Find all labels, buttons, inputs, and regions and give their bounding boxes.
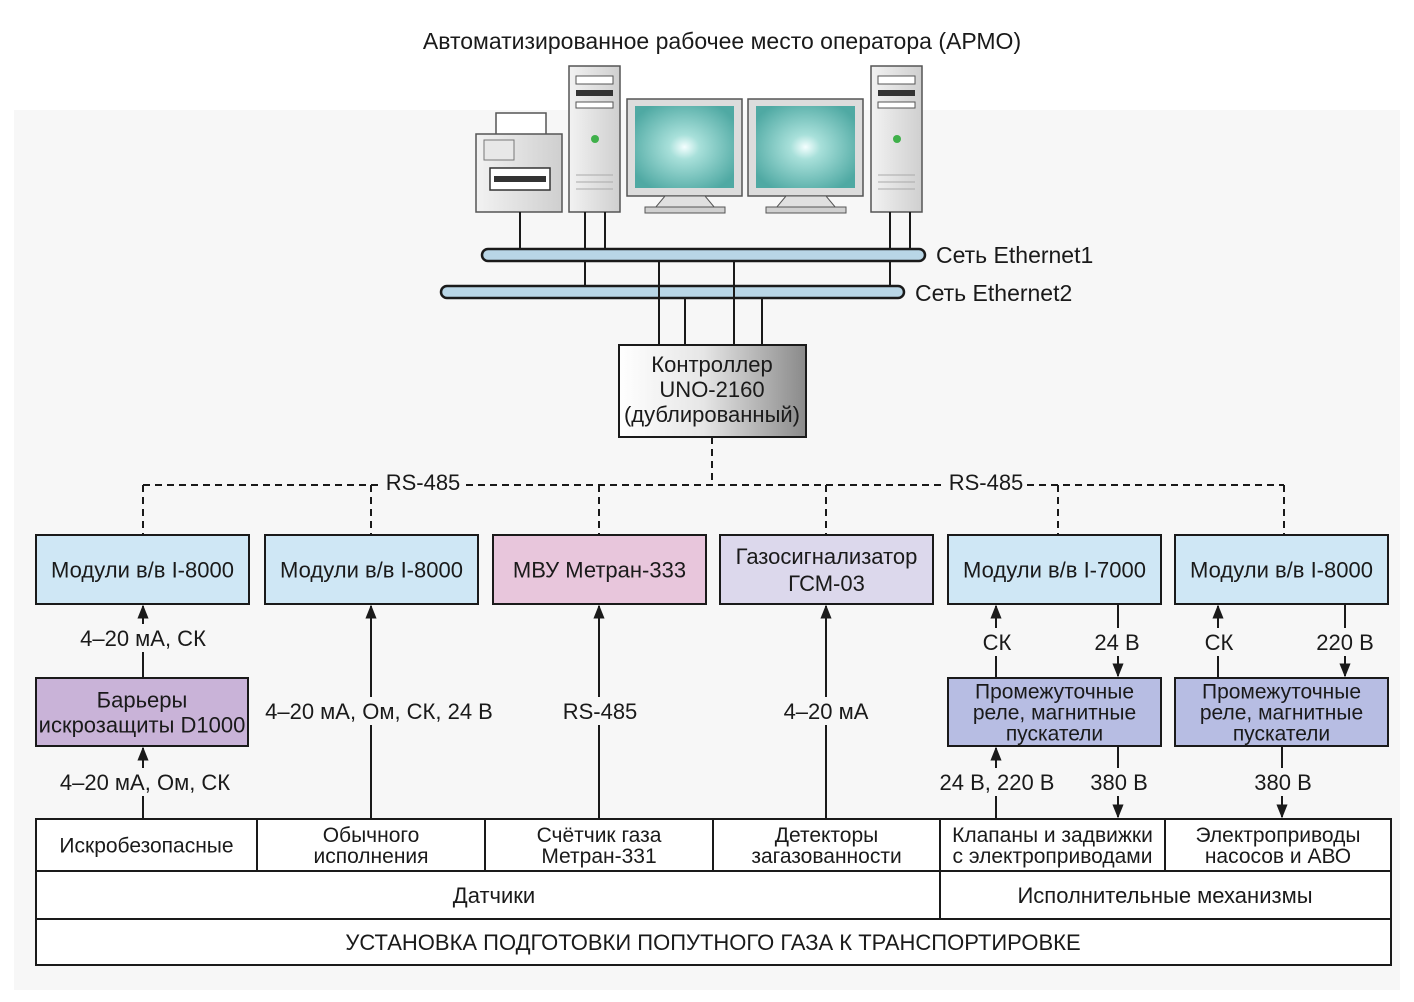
field-device-2-line-2: исполнения	[313, 845, 428, 868]
label-col4: 4–20 мА	[784, 699, 869, 724]
module-box-6: Модули в/в I-8000	[1174, 534, 1389, 605]
module-box-3: МВУ Метран-333	[492, 534, 707, 605]
rs485-bus	[142, 437, 1285, 535]
label-col5-in: 24 В, 220 В	[940, 770, 1055, 795]
controller-box: Контроллер UNO-2160 (дублированный)	[618, 344, 807, 438]
actuators-label: Исполнительные механизмы	[1017, 883, 1312, 908]
relay-box-b-line-2: реле, магнитные	[1200, 702, 1363, 725]
relay-box-b-line-3: пускатели	[1233, 723, 1330, 746]
field-device-6-line-1: Электроприводы	[1196, 824, 1361, 847]
module-box-5-line-1: Модули в/в I-7000	[963, 557, 1146, 582]
controller-line1: Контроллер	[651, 352, 772, 377]
controller-line2: UNO-2160	[659, 377, 764, 402]
label-col3: RS-485	[563, 699, 638, 724]
ethernet1-bus	[480, 247, 927, 263]
field-device-5-line-1: Клапаны и задвижки	[952, 824, 1153, 847]
ethernet1-label: Сеть Ethernet1	[936, 242, 1093, 268]
module-box-3-line-1: МВУ Метран-333	[513, 557, 686, 582]
label-barrier-up: 4–20 мА, СК	[80, 626, 206, 651]
label-col5-380: 380 В	[1090, 770, 1148, 795]
field-device-5-line-2: с электроприводами	[953, 845, 1153, 868]
plant-cell	[35, 918, 1392, 966]
label-col5-24v: 24 В	[1094, 630, 1139, 655]
signal-label-group: 4–20 мА, СК 4–20 мА, Ом, СК 4–20 мА, Ом,…	[60, 624, 1376, 796]
diagram-title: Автоматизированное рабочее место операто…	[423, 28, 1021, 54]
field-device-6-line-2: насосов и АВО	[1205, 845, 1351, 868]
module-box-2: Модули в/в I-8000	[264, 534, 479, 605]
module-box-4-line-1: Газосигнализатор	[736, 544, 918, 569]
label-col2: 4–20 мА, Ом, СК, 24 В	[265, 699, 493, 724]
printer-icon	[475, 112, 563, 213]
server-tower-right-icon	[870, 65, 923, 213]
module-box-2-line-1: Модули в/в I-8000	[280, 557, 463, 582]
monitor-right-icon	[747, 98, 864, 214]
label-col6-ck: СК	[1205, 630, 1234, 655]
module-box-4-line-2: ГСМ-03	[788, 571, 865, 596]
label-col5-ck: СК	[983, 630, 1012, 655]
module-box-1: Модули в/в I-8000	[35, 534, 250, 605]
server-tower-left-icon	[568, 65, 621, 213]
actuators-cell	[939, 870, 1392, 920]
modules-row: Модули в/в I-8000 Модули в/в I-8000 МВУ Ме…	[35, 534, 1389, 605]
module-box-6-line-1: Модули в/в I-8000	[1190, 557, 1373, 582]
label-col6-380: 380 В	[1254, 770, 1312, 795]
relay-box-a-line-3: пускатели	[1006, 723, 1103, 746]
relay-box-a-line-1: Промежуточные	[975, 681, 1134, 704]
plant-label: УСТАНОВКА ПОДГОТОВКИ ПОПУТНОГО ГАЗА К ТР…	[345, 930, 1080, 955]
barrier-box-line-2: искрозащиты D1000	[39, 712, 246, 737]
relay-box-b-line-1: Промежуточные	[1202, 681, 1361, 704]
label-barrier-in: 4–20 мА, Ом, СК	[60, 770, 230, 795]
rs485-right-label: RS-485	[949, 470, 1024, 495]
field-device-3-line-2: Метран-331	[541, 845, 656, 868]
monitor-left-icon	[626, 98, 743, 214]
module-box-1-line-1: Модули в/в I-8000	[51, 557, 234, 582]
rs485-left-label: RS-485	[386, 470, 461, 495]
controller-line3: (дублированный)	[624, 402, 800, 427]
field-device-1-line-1: Искробезопасные	[59, 835, 233, 858]
sensors-label: Датчики	[453, 883, 535, 908]
ethernet2-label: Сеть Ethernet2	[915, 280, 1072, 306]
field-device-2-line-1: Обычного	[323, 824, 420, 847]
field-device-3-line-1: Счётчик газа	[537, 824, 662, 847]
field-device-4-line-2: загазованности	[751, 845, 901, 868]
label-col6-220: 220 В	[1316, 630, 1374, 655]
controller-links	[658, 261, 763, 345]
ethernet2-bus	[439, 284, 906, 300]
relay-box-a-line-2: реле, магнитные	[973, 702, 1136, 725]
field-device-4-line-1: Детекторы	[775, 824, 879, 847]
groups-row: Датчики Исполнительные механизмы	[35, 870, 1392, 920]
barrier-box-line-1: Барьеры	[97, 687, 188, 712]
sensors-cell	[35, 870, 941, 920]
field-device-1: Искробезопасные	[35, 818, 258, 872]
module-box-5: Модули в/в I-7000	[947, 534, 1162, 605]
